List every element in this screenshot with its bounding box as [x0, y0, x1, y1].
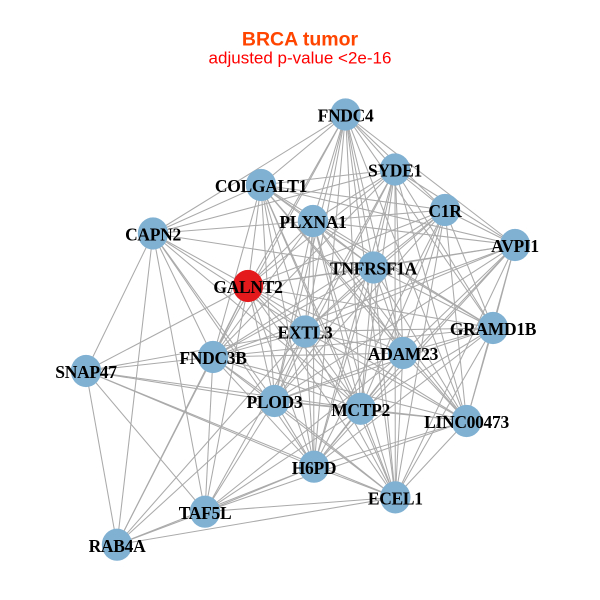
svg-text:C1R: C1R — [428, 201, 462, 221]
svg-text:PLXNA1: PLXNA1 — [279, 212, 346, 232]
svg-text:adjusted p-value <2e-16: adjusted p-value <2e-16 — [209, 49, 392, 68]
svg-text:LINC00473: LINC00473 — [424, 412, 509, 432]
svg-text:BRCA tumor: BRCA tumor — [242, 29, 359, 51]
svg-text:GRAMD1B: GRAMD1B — [450, 319, 537, 339]
svg-text:COLGALT1: COLGALT1 — [215, 176, 307, 196]
svg-text:H6PD: H6PD — [292, 458, 337, 478]
svg-text:TNFRSF1A: TNFRSF1A — [330, 259, 418, 279]
svg-text:PLOD3: PLOD3 — [246, 392, 302, 412]
svg-text:SYDE1: SYDE1 — [368, 161, 422, 181]
svg-text:EXTL3: EXTL3 — [278, 323, 333, 343]
svg-text:TAF5L: TAF5L — [179, 503, 232, 523]
svg-text:ADAM23: ADAM23 — [368, 344, 439, 364]
svg-text:AVPI1: AVPI1 — [491, 236, 539, 256]
svg-text:FNDC4: FNDC4 — [318, 106, 374, 126]
svg-text:SNAP47: SNAP47 — [55, 362, 117, 382]
svg-text:GALNT2: GALNT2 — [213, 277, 282, 297]
svg-text:FNDC3B: FNDC3B — [179, 348, 247, 368]
svg-text:RAB4A: RAB4A — [89, 536, 146, 556]
svg-text:ECEL1: ECEL1 — [368, 489, 423, 509]
svg-text:MCTP2: MCTP2 — [331, 400, 390, 420]
svg-text:CAPN2: CAPN2 — [125, 225, 181, 245]
